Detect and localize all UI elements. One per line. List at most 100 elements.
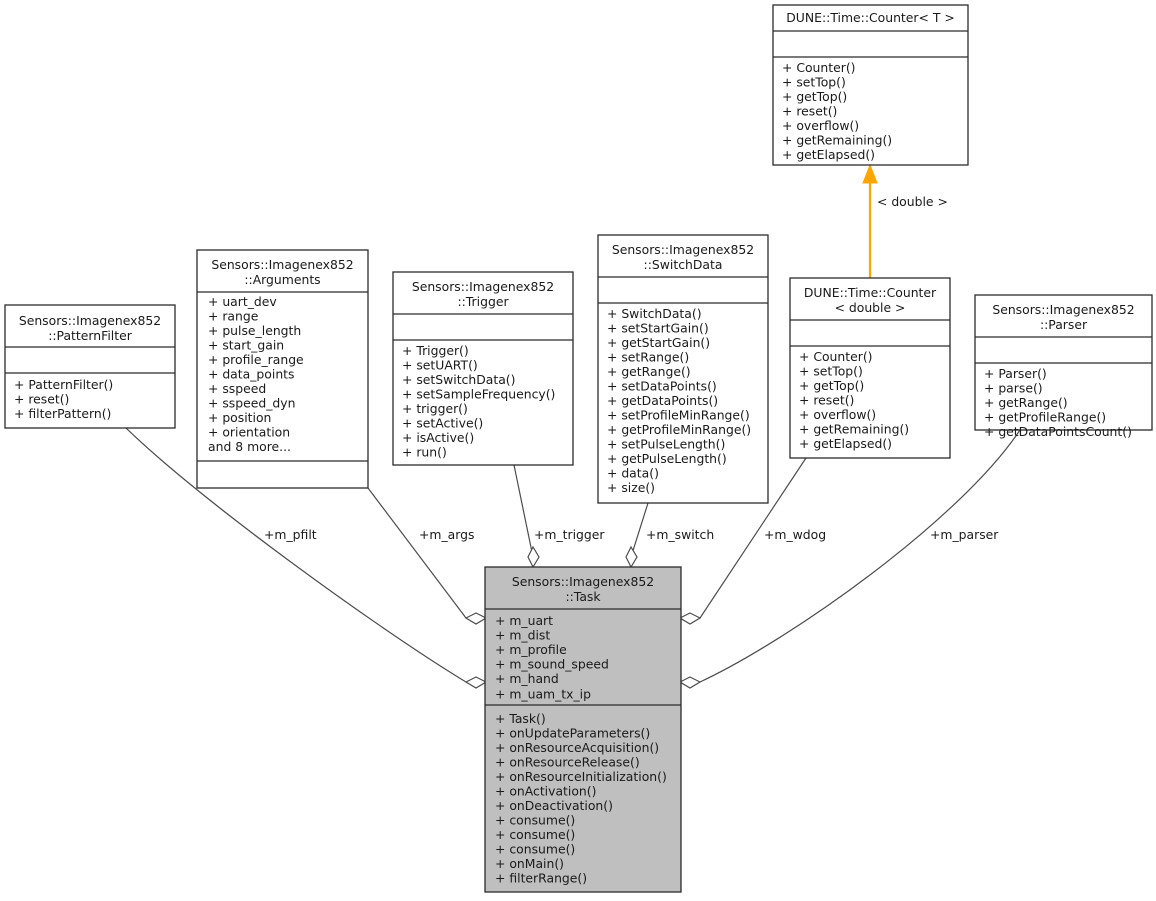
task-method: + filterRange(): [495, 871, 587, 886]
edge-m-trigger: +m_trigger: [513, 464, 605, 569]
switch-data-method: + getRange(): [607, 364, 691, 379]
class-box-arguments[interactable]: Sensors::Imagenex852 ::Arguments + uart_…: [196, 249, 369, 489]
pattern-filter-title-line2: ::PatternFilter: [48, 328, 133, 343]
task-method: + onResourceInitialization(): [495, 769, 667, 784]
task-attribute: + m_hand: [495, 671, 559, 686]
edge-label-template-binding: < double >: [877, 194, 948, 209]
class-box-counter-template[interactable]: DUNE::Time::Counter< T > + Counter() + s…: [772, 4, 969, 166]
counter-template-method: + Counter(): [782, 60, 856, 75]
counter-double-method: + Counter(): [799, 349, 873, 364]
switch-data-title-line2: ::SwitchData: [644, 257, 723, 272]
class-box-task[interactable]: Sensors::Imagenex852 ::Task + m_uart + m…: [484, 566, 682, 893]
task-method: + Task(): [495, 711, 546, 726]
switch-data-title-line1: Sensors::Imagenex852: [612, 242, 754, 257]
edge-label-m-trigger: +m_trigger: [534, 527, 605, 542]
trigger-method: + setSampleFrequency(): [402, 387, 555, 402]
counter-double-method: + getRemaining(): [799, 422, 909, 437]
edge-label-m-wdog: +m_wdog: [764, 527, 826, 542]
counter-template-method: + getElapsed(): [782, 147, 875, 162]
trigger-method: + setUART(): [402, 358, 478, 373]
arguments-attribute: + orientation: [208, 425, 290, 440]
switch-data-method: + getProfileMinRange(): [607, 422, 751, 437]
switch-data-method: + setRange(): [607, 350, 689, 365]
arguments-frame: [196, 249, 369, 489]
task-method: + onResourceRelease(): [495, 755, 640, 770]
counter-template-method: + overflow(): [782, 118, 859, 133]
counter-double-method: + overflow(): [799, 407, 876, 422]
counter-double-frame: [789, 277, 951, 459]
arguments-title-line1: Sensors::Imagenex852: [211, 257, 353, 272]
switch-data-method: + SwitchData(): [607, 306, 702, 321]
parser-method: + getProfileRange(): [984, 410, 1106, 425]
edge-label-m-parser: +m_parser: [930, 527, 999, 542]
arguments-attribute: + position: [208, 410, 271, 425]
class-box-counter-double[interactable]: DUNE::Time::Counter < double > + Counter…: [789, 277, 951, 459]
parser-title-line2: ::Parser: [1040, 317, 1088, 332]
trigger-title-line1: Sensors::Imagenex852: [412, 279, 554, 294]
switch-data-method: + setDataPoints(): [607, 379, 717, 394]
arguments-attribute: + range: [208, 309, 258, 324]
arguments-attribute: + profile_range: [208, 352, 304, 367]
arguments-attribute: + sspeed_dyn: [208, 396, 295, 411]
counter-double-method: + reset(): [799, 393, 854, 408]
edge-line-m-wdog: [699, 457, 807, 619]
task-method: + onDeactivation(): [495, 798, 613, 813]
task-method: + consume(): [495, 827, 575, 842]
trigger-method: + isActive(): [402, 430, 474, 445]
edge-line-m-switch: [630, 502, 649, 558]
task-method: + onResourceAcquisition(): [495, 740, 659, 755]
counter-double-method: + getTop(): [799, 378, 864, 393]
parser-method: + getRange(): [984, 395, 1068, 410]
parser-title-line1: Sensors::Imagenex852: [992, 302, 1134, 317]
task-attribute: + m_dist: [495, 628, 550, 643]
aggregation-diamond-m-args: [464, 612, 488, 625]
edge-m-wdog: +m_wdog: [678, 457, 826, 625]
counter-template-method: + setTop(): [782, 75, 846, 90]
aggregation-diamond-m-switch: [625, 545, 638, 569]
edge-m-parser: +m_parser: [678, 429, 1021, 689]
pattern-filter-title-line1: Sensors::Imagenex852: [19, 313, 161, 328]
trigger-frame: [392, 271, 574, 466]
parser-method: + getDataPointsCount(): [984, 424, 1132, 439]
trigger-method: + setSwitchData(): [402, 372, 515, 387]
task-method: + onActivation(): [495, 784, 596, 799]
counter-double-title-line1: DUNE::Time::Counter: [804, 285, 937, 300]
pattern-filter-method: + PatternFilter(): [14, 377, 113, 392]
counter-template-method: + getRemaining(): [782, 133, 892, 148]
task-title-line2: ::Task: [565, 589, 601, 604]
edge-m-args: +m_args: [367, 487, 488, 625]
counter-template-method: + getTop(): [782, 89, 847, 104]
class-box-pattern-filter[interactable]: Sensors::Imagenex852 ::PatternFilter + P…: [4, 304, 176, 429]
edge-label-m-args: +m_args: [419, 527, 474, 542]
edge-m-switch: +m_switch: [625, 502, 714, 569]
edge-label-m-switch: +m_switch: [646, 527, 714, 542]
task-method: + onMain(): [495, 856, 564, 871]
switch-data-method: + data(): [607, 466, 659, 481]
pattern-filter-method: + filterPattern(): [14, 406, 111, 421]
counter-template-method: + reset(): [782, 104, 837, 119]
class-box-trigger[interactable]: Sensors::Imagenex852 ::Trigger + Trigger…: [392, 271, 574, 466]
aggregation-diamond-m-pfilt: [464, 676, 488, 689]
switch-data-method: + getStartGain(): [607, 335, 710, 350]
task-attribute: + m_profile: [495, 642, 567, 657]
counter-template-title: DUNE::Time::Counter< T >: [786, 10, 954, 25]
class-box-switch-data[interactable]: Sensors::Imagenex852 ::SwitchData + Swit…: [597, 234, 769, 504]
aggregation-diamond-m-wdog: [678, 612, 702, 625]
arguments-attribute: + pulse_length: [208, 323, 301, 338]
parser-method: + parse(): [984, 381, 1043, 396]
class-box-parser[interactable]: Sensors::Imagenex852 ::Parser + Parser()…: [974, 294, 1153, 439]
trigger-method: + setActive(): [402, 416, 483, 431]
switch-data-method: + size(): [607, 480, 655, 495]
arguments-attribute: + uart_dev: [208, 294, 277, 309]
switch-data-method: + getPulseLength(): [607, 451, 727, 466]
trigger-method: + Trigger(): [402, 343, 469, 358]
arguments-attribute: + sspeed: [208, 381, 266, 396]
task-attribute: + m_uam_tx_ip: [495, 687, 591, 702]
arguments-attribute-more: and 8 more...: [208, 439, 291, 454]
arguments-attribute: + data_points: [208, 367, 294, 382]
switch-data-frame: [597, 234, 769, 504]
edge-line-m-trigger: [513, 464, 534, 558]
counter-double-method: + setTop(): [799, 364, 863, 379]
counter-double-title-line2: < double >: [835, 300, 906, 315]
